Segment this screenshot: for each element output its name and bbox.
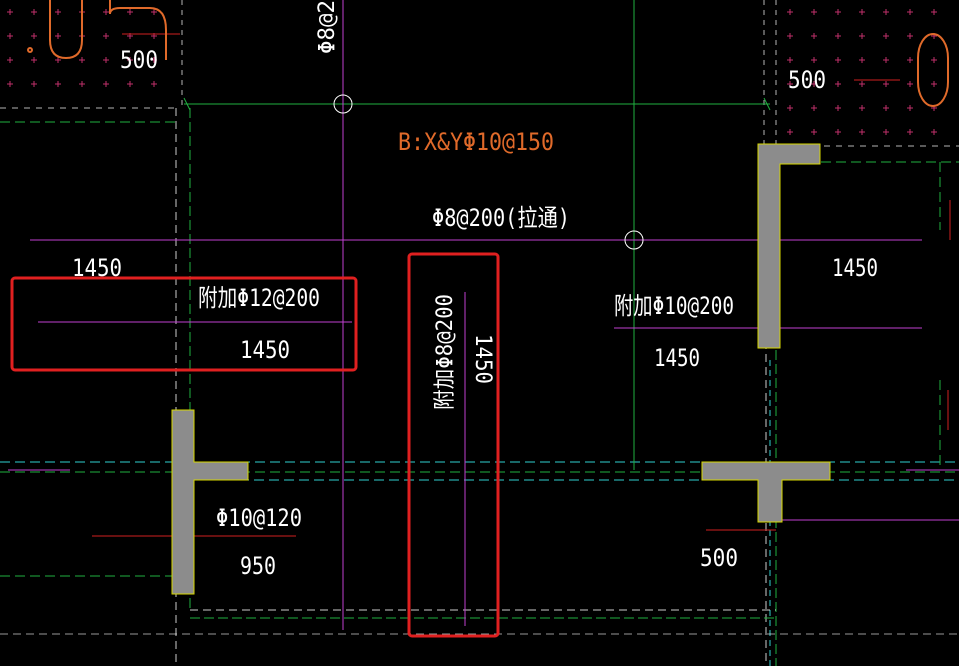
hatch-mark: [907, 129, 913, 135]
hatch-mark: [811, 105, 817, 111]
hatch-mark: [931, 129, 937, 135]
hatch-mark: [907, 57, 913, 63]
dimension-leaders: [92, 33, 951, 537]
hatch-mark: [907, 81, 913, 87]
hatch-mark: [835, 33, 841, 39]
marker-circle-top: [333, 94, 353, 114]
hatch-mark: [787, 81, 793, 87]
hatch-mark: [883, 129, 889, 135]
hatch-mark: [859, 105, 865, 111]
annotation-text: 500 500 B:X&YΦ10@150 Φ8@2 Φ8@200(拉通) 145…: [72, 0, 878, 580]
hatch-mark: [907, 33, 913, 39]
hatch-mark: [859, 9, 865, 15]
hatch-mark: [79, 57, 85, 63]
hatch-mark: [787, 33, 793, 39]
right-dimension-top: 1450: [832, 254, 878, 282]
hatch-mark: [31, 81, 37, 87]
hatch-region-top-left: [7, 9, 157, 87]
hatch-mark: [151, 57, 157, 63]
slab-span-lines: [183, 0, 771, 470]
hatch-mark: [811, 81, 817, 87]
hatch-mark: [787, 57, 793, 63]
hatch-mark: [31, 57, 37, 63]
hatch-mark: [931, 57, 937, 63]
hatch-mark: [835, 129, 841, 135]
hatch-mark: [55, 33, 61, 39]
center-vertical-dimension: 1450: [470, 334, 495, 384]
wall-left-bottom: [171, 409, 249, 595]
bottom-right-dimension: 500: [700, 544, 738, 572]
hatch-mark: [7, 57, 13, 63]
center-vertical-rebar-label: 附加Φ8@200: [433, 294, 458, 410]
hatch-mark: [55, 81, 61, 87]
hatch-mark: [811, 9, 817, 15]
hatch-mark: [55, 9, 61, 15]
hatch-mark: [31, 33, 37, 39]
hatch-mark: [31, 9, 37, 15]
hatch-mark: [811, 33, 817, 39]
hatch-mark: [883, 57, 889, 63]
hatch-mark: [811, 129, 817, 135]
left-additional-rebar-label: 附加Φ12@200: [198, 284, 320, 312]
walls: [171, 143, 831, 595]
hatch-mark: [103, 33, 109, 39]
slab-rebar-note: B:X&YΦ10@150: [398, 128, 554, 156]
hatch-mark: [859, 81, 865, 87]
top-left-dimension: 500: [120, 46, 158, 74]
top-right-dimension: 500: [788, 66, 826, 94]
hatch-mark: [103, 81, 109, 87]
hatch-mark: [79, 81, 85, 87]
hatch-mark: [811, 57, 817, 63]
hatch-mark: [835, 105, 841, 111]
wall-right-top: [757, 143, 821, 349]
top-vertical-rebar-label: Φ8@2: [315, 0, 340, 54]
hatch-mark: [907, 105, 913, 111]
hatch-mark: [931, 81, 937, 87]
hatch-mark: [835, 81, 841, 87]
hatch-mark: [787, 9, 793, 15]
hatch-mark: [907, 9, 913, 15]
marker-circle-right: [624, 230, 644, 250]
bottom-rebar-label: Φ10@120: [216, 504, 302, 532]
highlight-boxes: [10, 252, 500, 638]
hatch-mark: [7, 9, 13, 15]
hatch-mark: [127, 57, 133, 63]
hatch-mark: [883, 33, 889, 39]
wall-right-bottom: [701, 461, 831, 523]
hatch-mark: [103, 9, 109, 15]
hatch-mark: [883, 81, 889, 87]
hatch-mark: [835, 9, 841, 15]
hatch-mark: [787, 105, 793, 111]
hatch-mark: [787, 129, 793, 135]
column-outlines: [27, 0, 949, 107]
highlight-box-center-additional-rebar[interactable]: [407, 252, 500, 638]
hatch-mark: [859, 57, 865, 63]
hatch-mark: [835, 57, 841, 63]
hatch-mark: [127, 81, 133, 87]
hatch-mark: [55, 57, 61, 63]
rebar-markers: [333, 94, 644, 250]
right-additional-dimension: 1450: [654, 344, 700, 372]
hatch-mark: [931, 9, 937, 15]
bottom-dimension: 950: [240, 552, 276, 580]
hatch-mark: [7, 81, 13, 87]
right-additional-rebar-label: 附加Φ10@200: [614, 292, 734, 320]
hatch-mark: [859, 33, 865, 39]
left-additional-dimension: 1450: [240, 336, 290, 364]
hatch-mark: [103, 57, 109, 63]
hatch-region-top-right: [787, 9, 937, 135]
hatch-mark: [859, 129, 865, 135]
hatch-mark: [151, 81, 157, 87]
highlight-box-left-additional-rebar[interactable]: [10, 276, 358, 372]
hatch-mark: [127, 9, 133, 15]
hatch-mark: [883, 105, 889, 111]
hatch-mark: [151, 9, 157, 15]
hatch-mark: [7, 33, 13, 39]
through-rebar-label: Φ8@200(拉通): [432, 204, 570, 232]
hatch-mark: [883, 9, 889, 15]
